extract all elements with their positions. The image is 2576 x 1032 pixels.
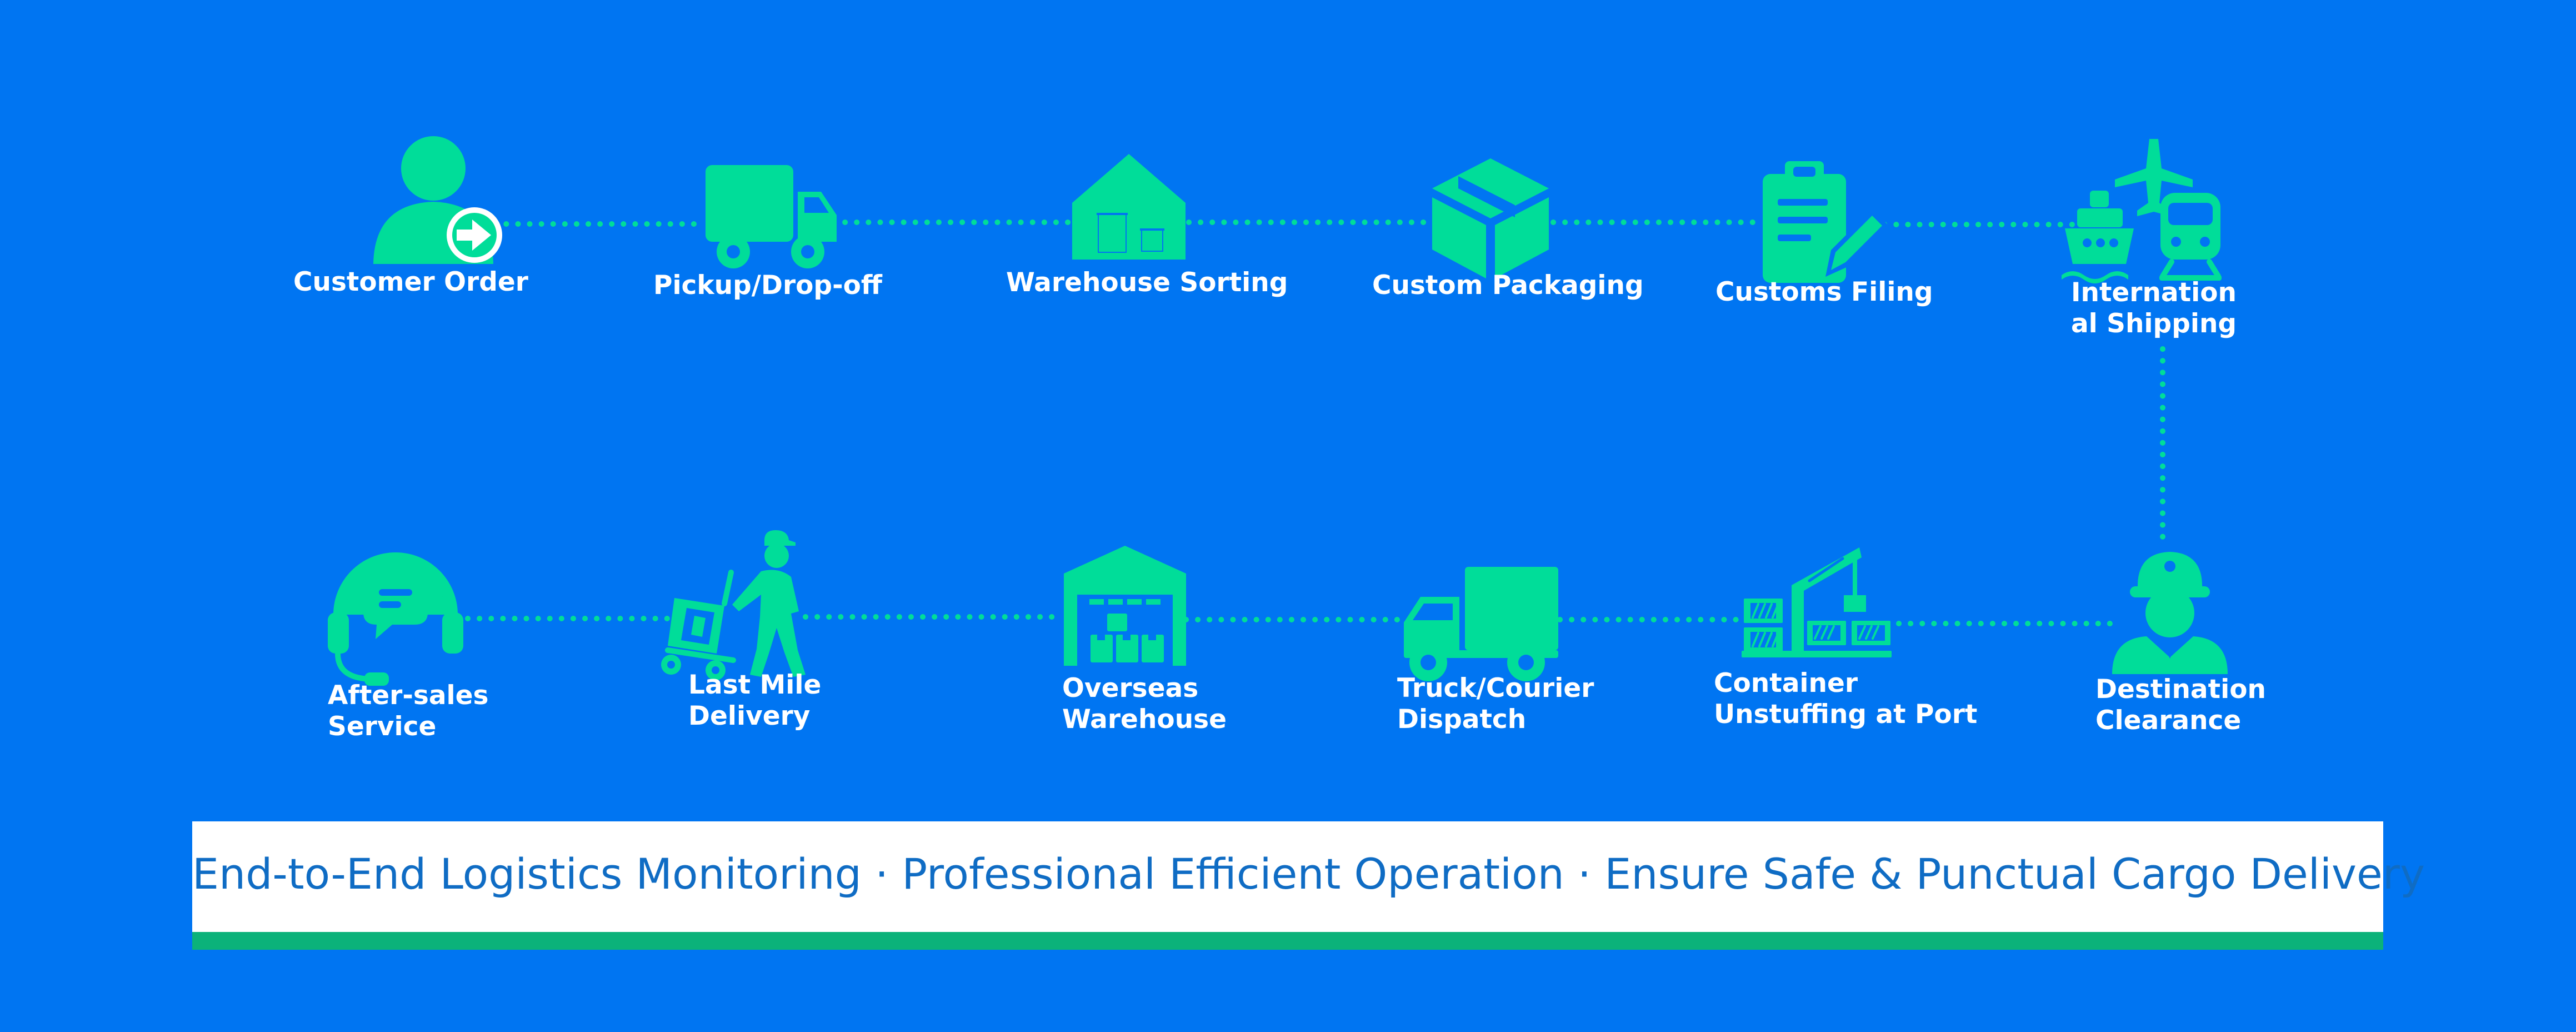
step-label-line: Service [328, 711, 437, 742]
step-label-pickup-dropoff: Pickup/Drop-off [653, 270, 882, 301]
step-label-line: Warehouse Sorting [1006, 267, 1288, 298]
step-label-line: Container [1714, 668, 1858, 699]
step-label-line: Delivery [688, 701, 811, 731]
step-label-line: Pickup/Drop-off [653, 270, 882, 301]
overseas-warehouse-icon [1064, 546, 1186, 666]
step-label-line: Overseas [1062, 673, 1199, 704]
step-label-line: Custom Packaging [1372, 270, 1644, 301]
port-crane-icon [1742, 547, 1892, 657]
package-box-icon [1432, 158, 1549, 278]
step-label-line: Internation [2071, 277, 2237, 308]
step-label-line: Dispatch [1397, 704, 1527, 735]
user-arrow-icon [373, 136, 502, 264]
banner-accent-stripe [192, 932, 2383, 950]
warehouse-icon [1072, 154, 1186, 260]
ship-plane-train-icon [2062, 139, 2222, 283]
step-label-customs-filing: Customs Filing [1715, 277, 1933, 308]
flow-icons [328, 136, 2228, 686]
delivery-truck-icon [1404, 567, 1558, 681]
step-label-line: Last Mile [688, 670, 822, 700]
step-label-line: Customs Filing [1715, 277, 1933, 307]
step-label-line: Truck/Courier [1397, 673, 1594, 704]
step-label-line: Customer Order [293, 267, 528, 297]
step-label-line: Unstuffing at Port [1714, 699, 1978, 730]
truck-icon [706, 165, 837, 268]
step-label-line: Clearance [2095, 705, 2242, 736]
step-label-customer-order: Customer Order [293, 267, 528, 298]
banner-tagline: End-to-End Logistics Monitoring · Profes… [192, 849, 2425, 899]
step-label-line: Destination [2095, 674, 2266, 705]
flow-connectors [465, 220, 2165, 626]
step-label-line: After-sales [328, 680, 489, 711]
tagline-banner: End-to-End Logistics Monitoring · Profes… [192, 821, 2425, 950]
hand-truck-courier-icon [661, 530, 806, 680]
clipboard-pencil-icon [1763, 161, 1889, 283]
step-label-custom-packaging: Custom Packaging [1372, 270, 1644, 301]
headset-chat-icon [328, 552, 463, 686]
step-label-line: al Shipping [2070, 308, 2237, 339]
customs-officer-icon [2112, 552, 2228, 674]
step-label-line: Warehouse [1062, 704, 1227, 735]
step-label-warehouse-sorting: Warehouse Sorting [1006, 267, 1288, 298]
